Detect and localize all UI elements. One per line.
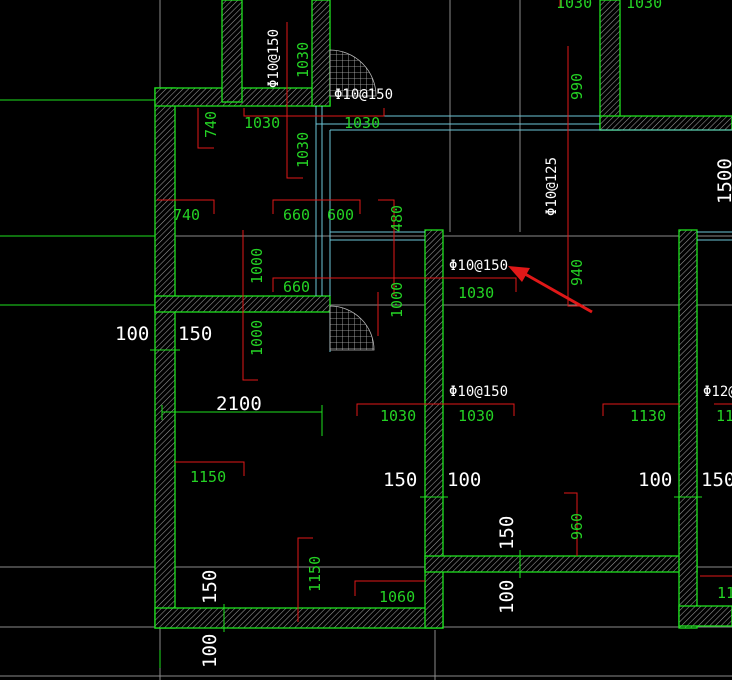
bar-len-1030-b: 1030 [344,114,380,132]
dim-150-right: 150 [701,469,732,491]
wall-top-right-vertical [599,0,621,131]
bar-len-480: 480 [388,205,406,232]
bar-len-600: 600 [327,206,354,224]
dim-2100: 2100 [216,393,262,415]
wall-inner-lines [174,105,732,608]
bar-len-1030-v1: 1030 [294,42,312,78]
dim-150-left: 150 [178,323,212,345]
wall-left [154,87,176,629]
rebar-label-a: Φ10@150 [266,29,282,88]
dim-150-mid: 150 [383,469,417,491]
dimension-labels: 100 150 2100 150 100 100 150 150 100 150… [115,158,732,668]
bar-len-1130-b: 113 [716,407,732,425]
pointer-arrow [508,266,593,314]
dim-150-bottom-vertical: 150 [496,516,518,550]
dimension-lines [150,349,702,668]
bar-len-116: 116 [717,584,732,602]
bar-len-660-b: 660 [283,278,310,296]
rebar-label-f: Φ12@ [703,384,732,400]
wall-top-stub-right [311,0,331,107]
bar-len-660-a: 660 [283,206,310,224]
door-swings [329,49,377,351]
bar-len-1030-top2: 1030 [626,0,662,12]
bar-len-1060: 1060 [379,588,415,606]
bar-len-1000-b: 1000 [388,282,406,318]
bar-len-1030-d: 1030 [380,407,416,425]
wall-bottom-center [424,555,698,573]
wall-top-right-horizontal [599,115,732,131]
bar-len-740-h: 740 [173,206,200,224]
bar-len-990: 990 [568,73,586,100]
rebar-label-c: Φ10@125 [544,157,560,216]
bar-len-940: 940 [568,259,586,286]
rebar-labels: Φ10@150 Φ10@150 Φ10@125 Φ10@150 Φ10@150 … [266,29,732,400]
bar-len-1150-b: 1150 [306,556,324,592]
dim-1500: 1500 [714,158,732,204]
dim-150-left-vertical: 150 [199,570,221,604]
bar-len-1030-e: 1030 [458,407,494,425]
rebar-label-d: Φ10@150 [449,258,508,274]
bar-len-1030-v2: 1030 [294,132,312,168]
wall-bottom-left [154,607,444,629]
bar-len-1000-a: 1000 [248,248,266,284]
rebar-label-e: Φ10@150 [449,384,508,400]
bar-len-740-v: 740 [202,111,220,138]
dim-100-bottom-vertical: 100 [496,580,518,614]
dim-100-left: 100 [115,323,149,345]
bar-len-1030-c: 1030 [458,284,494,302]
rebar-lines [157,0,732,622]
bar-len-1130-a: 1130 [630,407,666,425]
wall-top-stub-left [221,0,243,103]
wall-bottom-right [678,605,732,627]
bar-len-1030-top1: 1030 [556,0,592,12]
bar-len-1000-c: 1000 [248,320,266,356]
left-reference-lines [0,99,155,306]
wall-inner-right [678,229,698,629]
dim-100-left-vertical: 100 [199,634,221,668]
rebar-label-b: Φ10@150 [334,87,393,103]
dim-100-mid: 100 [447,469,481,491]
bar-len-960: 960 [568,513,586,540]
dim-100-right: 100 [638,469,672,491]
bar-len-1030-a: 1030 [244,114,280,132]
bar-len-1150-a: 1150 [190,468,226,486]
bar-length-labels: 1030 1030 1030 1030 1030 1030 990 740 74… [173,0,732,606]
